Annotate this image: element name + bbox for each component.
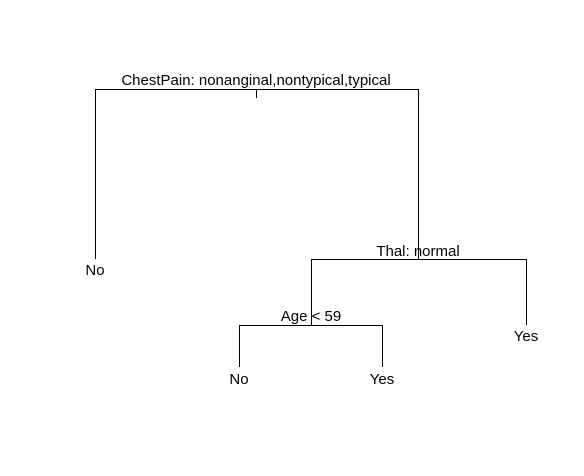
leaf-root-left-label: No [85,262,104,279]
root-split-node: ChestPain: nonanginal,nontypical,typical [95,72,419,259]
age-split-label: Age < 59 [281,308,341,325]
leaf-age-left-label: No [229,371,248,388]
leaf-age-right-label: Yes [370,371,394,388]
root-split-label: ChestPain: nonanginal,nontypical,typical [121,72,390,89]
thal-split-node: Thal: normal [311,243,527,325]
thal-split-label: Thal: normal [376,243,459,260]
leaf-thal-right-label: Yes [514,328,538,345]
age-split-node: Age < 59 [239,308,383,367]
